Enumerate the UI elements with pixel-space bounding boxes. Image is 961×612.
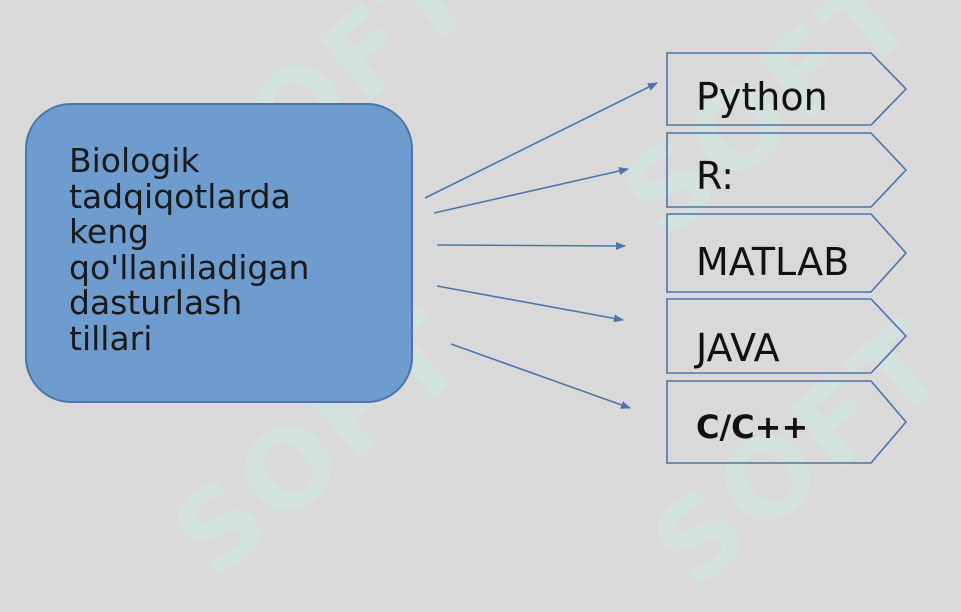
tag-label: MATLAB	[696, 240, 850, 284]
tag-python: Python	[666, 52, 908, 126]
arrow-to-cpp	[450, 343, 631, 409]
tag-matlab: MATLAB	[666, 213, 908, 293]
arrow-to-java	[436, 285, 624, 323]
tag-java: JAVA	[666, 298, 908, 374]
tag-label: C/C++	[696, 408, 809, 446]
arrow-to-python	[424, 82, 658, 199]
tag-label: Python	[696, 75, 828, 119]
tag-r: R:	[666, 132, 908, 208]
source-box	[25, 103, 413, 403]
source-text-line: qo'llaniladigan	[69, 247, 310, 287]
source-text-line: Biologik	[69, 141, 200, 180]
arrow-to-matlab	[436, 241, 626, 250]
source-text-line: tadqiqotlarda	[69, 176, 291, 216]
connector-arrows	[424, 82, 658, 409]
source-text-line: keng	[69, 212, 150, 251]
tag-cpp: C/C++	[666, 380, 908, 464]
tag-label: R:	[696, 154, 735, 198]
arrow-to-r	[433, 167, 629, 214]
source-text-line: tillari	[69, 318, 153, 358]
tag-label: JAVA	[696, 326, 780, 370]
source-text-line: dasturlash	[69, 283, 243, 322]
